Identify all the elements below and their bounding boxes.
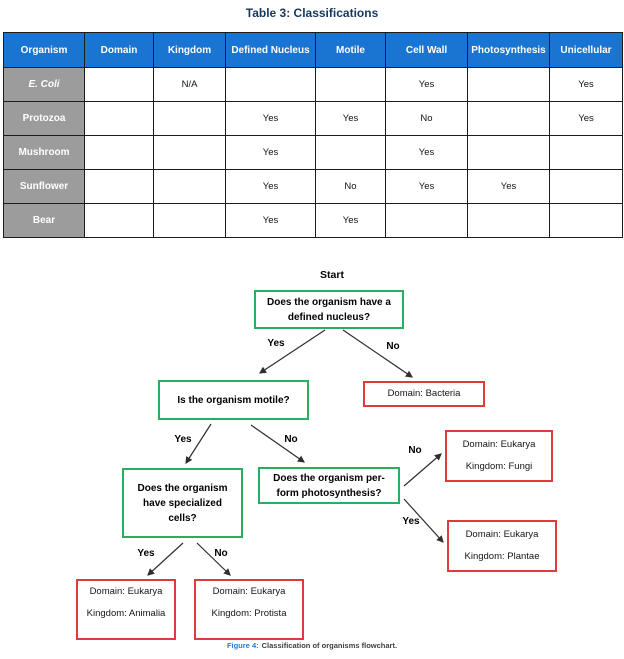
column-header-organism: Organism bbox=[3, 32, 85, 68]
cell: Yes bbox=[225, 203, 316, 238]
decision-text-line: have specialized bbox=[143, 497, 222, 509]
decision-text-line: form photosynthesis? bbox=[276, 487, 382, 499]
edge-label-motile-no: No bbox=[284, 434, 298, 445]
cell: Yes bbox=[225, 169, 316, 204]
result-text-line: Kingdom: Fungi bbox=[465, 461, 533, 472]
cell bbox=[467, 101, 550, 136]
result-node-fungi: Domain: Eukarya Kingdom: Fungi bbox=[445, 430, 553, 482]
cell bbox=[467, 135, 550, 170]
row-header-ecoli: E. Coli bbox=[3, 67, 85, 102]
cell: No bbox=[315, 169, 386, 204]
cell bbox=[225, 67, 316, 102]
cell: Yes bbox=[385, 67, 468, 102]
table-row: Mushroom Yes Yes bbox=[3, 135, 623, 170]
cell: Yes bbox=[225, 135, 316, 170]
result-node-bacteria: Domain: Bacteria bbox=[363, 381, 485, 407]
result-text-line: Kingdom: Animalia bbox=[86, 608, 166, 619]
decision-text-line: Does the organism have a bbox=[267, 296, 391, 308]
table-title: Table 3: Classifications bbox=[245, 6, 379, 20]
table-row: Bear Yes Yes bbox=[3, 203, 623, 238]
cell bbox=[153, 101, 226, 136]
column-header-unicellular: Unicellular bbox=[549, 32, 623, 68]
decision-node-specialized-cells: Does the organism have specialized cells… bbox=[122, 468, 243, 538]
cell: Yes bbox=[549, 101, 623, 136]
figure-caption-text: Classification of organisms flowchart. bbox=[261, 641, 398, 650]
decision-node-photosynthesis: Does the organism per- form photosynthes… bbox=[258, 467, 400, 504]
edge-label-photo-yes: Yes bbox=[402, 516, 420, 527]
column-header-defined-nucleus: Defined Nucleus bbox=[225, 32, 316, 68]
edge-label-nucleus-no: No bbox=[386, 341, 400, 352]
cell bbox=[84, 135, 154, 170]
cell: Yes bbox=[315, 101, 386, 136]
result-text-line: Domain: Eukarya bbox=[89, 586, 163, 597]
decision-node-motile: Is the organism motile? bbox=[158, 380, 309, 420]
cell bbox=[84, 169, 154, 204]
table-row: E. Coli N/A Yes Yes bbox=[3, 67, 623, 102]
cell: Yes bbox=[549, 67, 623, 102]
cell bbox=[84, 203, 154, 238]
cell: No bbox=[385, 101, 468, 136]
result-text-line: Domain: Bacteria bbox=[387, 388, 461, 399]
cell bbox=[549, 135, 623, 170]
column-header-cell-wall: Cell Wall bbox=[385, 32, 468, 68]
figure-caption: Figure 4:Classification of organisms flo… bbox=[0, 641, 624, 650]
cell bbox=[315, 67, 386, 102]
cell bbox=[467, 67, 550, 102]
decision-node-defined-nucleus: Does the organism have a defined nucleus… bbox=[254, 290, 404, 329]
cell: Yes bbox=[467, 169, 550, 204]
decision-text-line: Does the organism per- bbox=[273, 472, 385, 484]
decision-text-line: Does the organism bbox=[137, 482, 228, 494]
edge-label-specialized-no: No bbox=[214, 548, 228, 559]
cell bbox=[549, 203, 623, 238]
result-text-line: Kingdom: Protista bbox=[211, 608, 287, 619]
result-text-line: Domain: Eukarya bbox=[212, 586, 286, 597]
decision-text-line: defined nucleus? bbox=[287, 311, 371, 323]
figure-caption-prefix: Figure 4: bbox=[226, 641, 259, 650]
column-header-motile: Motile bbox=[315, 32, 386, 68]
header-row: Organism Domain Kingdom Defined Nucleus … bbox=[3, 32, 623, 68]
cell bbox=[84, 67, 154, 102]
result-node-plantae: Domain: Eukarya Kingdom: Plantae bbox=[447, 520, 557, 572]
cell bbox=[549, 169, 623, 204]
cell: N/A bbox=[153, 67, 226, 102]
flowchart: Start Does the organism have a defined n… bbox=[0, 255, 624, 659]
cell bbox=[385, 203, 468, 238]
edge-label-nucleus-yes: Yes bbox=[267, 338, 285, 349]
row-header-bear: Bear bbox=[3, 203, 85, 238]
classifications-table: Organism Domain Kingdom Defined Nucleus … bbox=[3, 32, 623, 238]
cell bbox=[84, 101, 154, 136]
edge-label-specialized-yes: Yes bbox=[137, 548, 155, 559]
column-header-kingdom: Kingdom bbox=[153, 32, 226, 68]
cell bbox=[467, 203, 550, 238]
result-text-line: Domain: Eukarya bbox=[462, 439, 536, 450]
table-row: Protozoa Yes Yes No Yes bbox=[3, 101, 623, 136]
cell bbox=[153, 169, 226, 204]
result-node-protista: Domain: Eukarya Kingdom: Protista bbox=[194, 579, 304, 640]
result-node-animalia: Domain: Eukarya Kingdom: Animalia bbox=[76, 579, 176, 640]
flowchart-start-label: Start bbox=[320, 269, 344, 281]
cell bbox=[153, 135, 226, 170]
decision-text-line: Is the organism motile? bbox=[177, 394, 290, 406]
column-header-domain: Domain bbox=[84, 32, 154, 68]
cell: Yes bbox=[225, 101, 316, 136]
row-header-protozoa: Protozoa bbox=[3, 101, 85, 136]
cell: Yes bbox=[385, 169, 468, 204]
result-text-line: Domain: Eukarya bbox=[465, 529, 539, 540]
edge-label-photo-no: No bbox=[408, 445, 422, 456]
cell bbox=[153, 203, 226, 238]
result-text-line: Kingdom: Plantae bbox=[464, 551, 540, 562]
cell: Yes bbox=[385, 135, 468, 170]
cell: Yes bbox=[315, 203, 386, 238]
column-header-photosynthesis: Photosynthesis bbox=[467, 32, 550, 68]
decision-text-line: cells? bbox=[168, 512, 197, 524]
row-header-mushroom: Mushroom bbox=[3, 135, 85, 170]
table-row: Sunflower Yes No Yes Yes bbox=[3, 169, 623, 204]
cell bbox=[315, 135, 386, 170]
flowchart-arrows bbox=[147, 329, 444, 576]
row-header-sunflower: Sunflower bbox=[3, 169, 85, 204]
edge-label-motile-yes: Yes bbox=[174, 434, 192, 445]
